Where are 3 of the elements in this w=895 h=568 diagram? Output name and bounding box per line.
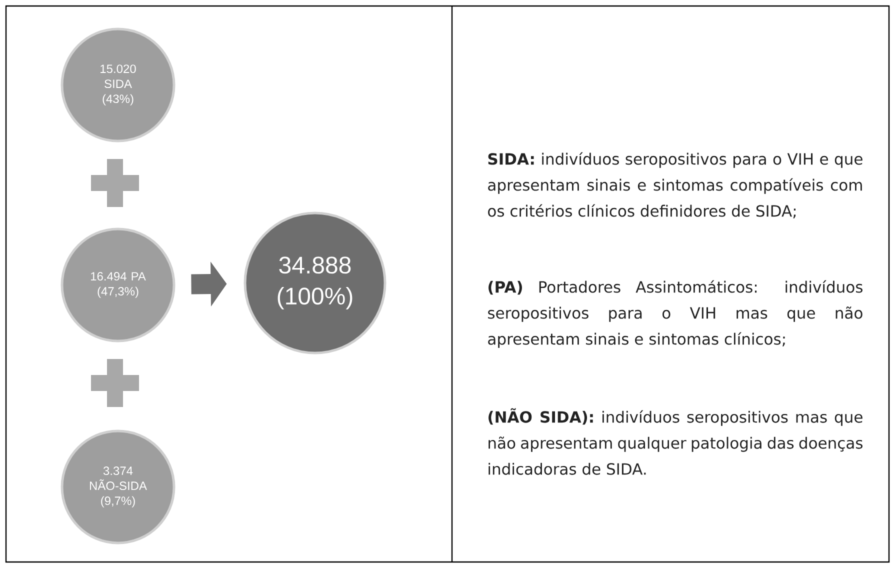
definition-text: (PA) Portadores Assintomáticos: indivíduos seropositivos para o VIH mas que não apresentam sinais e sintomas clínicos; xyxy=(488,280,862,348)
definition-text: (NÃO SIDA): indivíduos seropositivos mas que não apresentam qualquer patologia das doenças indicadoras de SIDA. xyxy=(488,408,862,475)
definition-text: SIDA: indivíduos seropositivos para o VIH e que apresentam sinais e sintomas compatíveis com os critérios clínicos definidores de SIDA; xyxy=(488,152,862,218)
